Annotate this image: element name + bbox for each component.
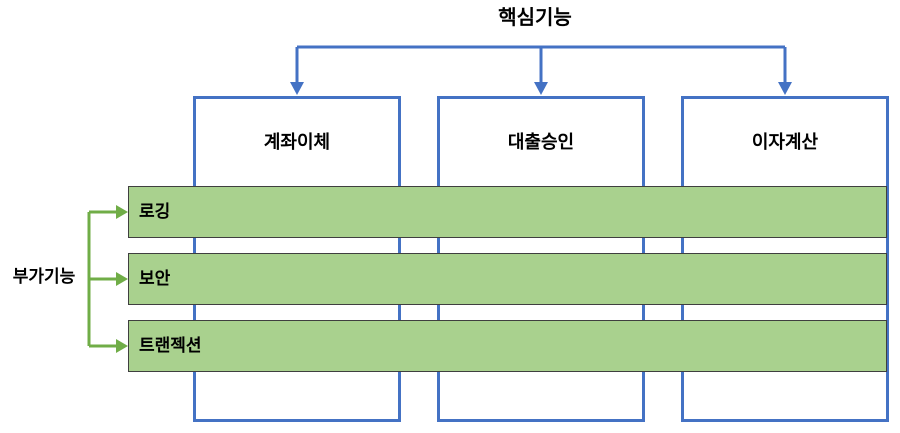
green-arrowheads (116, 205, 128, 353)
diagram-title: 핵심기능 (498, 7, 572, 29)
aspect-bar-label-2: 보안 (139, 269, 171, 288)
aspect-bar-1 (128, 186, 887, 238)
aspect-bar-2 (128, 253, 887, 305)
arrow-down-icon-3 (778, 82, 792, 95)
arrow-right-icon-1 (116, 205, 128, 219)
arrow-down-icon-1 (290, 82, 304, 95)
core-column-label-3: 이자계산 (751, 132, 819, 152)
aspect-bar-label-1: 로깅 (139, 202, 171, 221)
core-column-label-2: 대출승인 (507, 132, 575, 152)
blue-arrowheads (290, 82, 792, 95)
arrow-right-icon-3 (116, 339, 128, 353)
aspect-bar-3 (128, 320, 887, 372)
aspect-bar-label-3: 트랜젝션 (139, 336, 202, 355)
core-column-label-1: 계좌이체 (263, 132, 331, 152)
arrow-down-icon-2 (534, 82, 548, 95)
arrow-right-icon-2 (116, 272, 128, 286)
aspect-group-label: 부가기능 (12, 267, 76, 286)
